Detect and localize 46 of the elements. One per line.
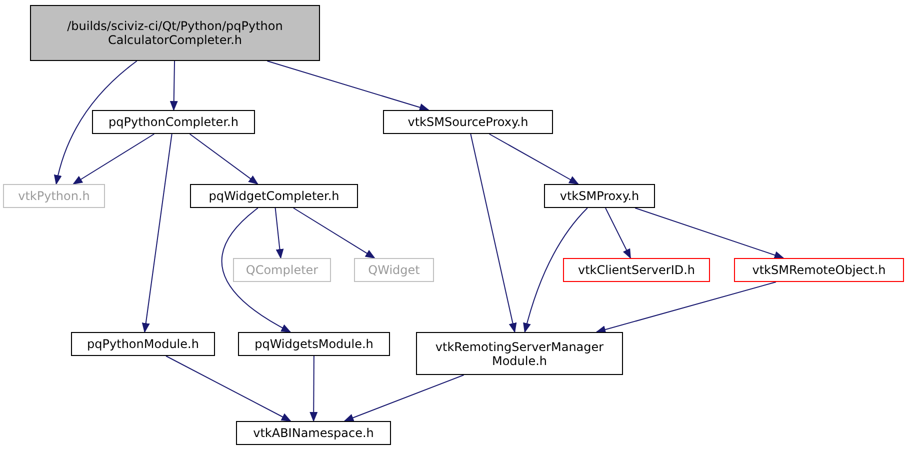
arrow xyxy=(166,356,292,422)
file-name: vtkClientServerID.h xyxy=(578,263,696,277)
arrow xyxy=(274,208,284,259)
file-box xyxy=(3,184,105,208)
arrow xyxy=(488,134,580,184)
arrow xyxy=(596,282,776,334)
file-name: pqPythonCompleter.h xyxy=(108,115,238,129)
arrow xyxy=(189,134,258,185)
file-name: pqPythonModule.h xyxy=(87,337,199,351)
arrow xyxy=(221,208,292,332)
file-name: QWidget xyxy=(368,263,420,277)
arrow xyxy=(72,134,155,185)
file-name: pqWidgetsModule.h xyxy=(254,337,374,351)
file-box xyxy=(236,421,391,445)
file-box xyxy=(30,5,320,61)
file-box xyxy=(233,258,331,282)
file-box xyxy=(416,332,623,375)
file-name: QCompleter xyxy=(246,263,318,277)
arrow xyxy=(634,208,784,259)
file-box xyxy=(383,110,553,134)
file-box xyxy=(71,332,215,356)
arrow xyxy=(523,208,588,333)
file-name: pqWidgetCompleter.h xyxy=(208,189,340,203)
file-name: vtkABINamespace.h xyxy=(253,426,374,440)
file-box xyxy=(563,258,710,282)
file-name: vtkSMSourceProxy.h xyxy=(408,115,528,129)
file-box xyxy=(92,110,255,134)
file-name: vtkPython.h xyxy=(18,189,90,203)
arrow xyxy=(142,134,172,333)
file-name: /builds/sciviz-ci/Qt/Python/pqPython CalculatorCompleter.h xyxy=(66,19,284,47)
arrow xyxy=(344,374,464,422)
file-name: vtkSMProxy.h xyxy=(560,189,640,203)
arrow xyxy=(605,208,631,259)
file-name: vtkSMRemoteObject.h xyxy=(752,263,886,277)
arrow xyxy=(470,134,517,333)
file-box xyxy=(354,258,434,282)
arrow xyxy=(292,208,376,259)
file-box xyxy=(734,258,904,282)
file-name: vtkRemotingServerManager Module.h xyxy=(434,340,605,368)
arrow xyxy=(170,60,178,111)
file-box xyxy=(238,332,390,356)
arrow xyxy=(266,60,430,112)
arrow xyxy=(310,356,318,422)
arrow xyxy=(54,60,138,185)
file-box xyxy=(544,184,655,208)
file-box xyxy=(190,184,358,208)
